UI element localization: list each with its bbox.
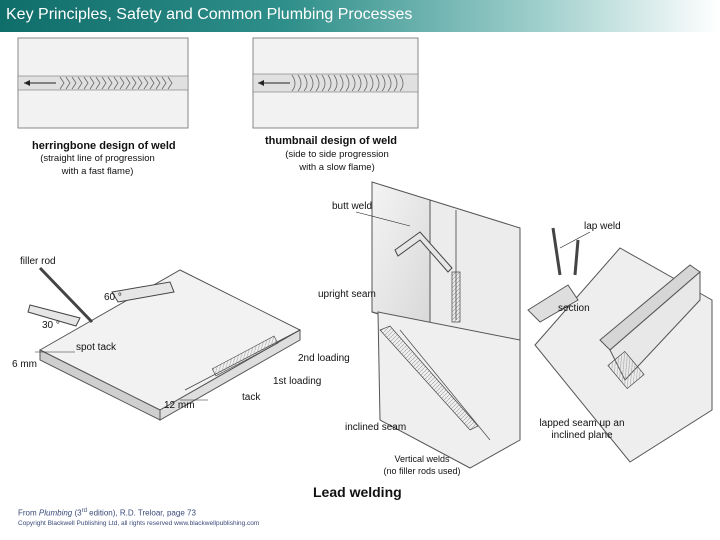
first-loading-label: 1st loading <box>273 376 322 387</box>
herringbone-note-line1: (straight line of progression <box>40 153 155 164</box>
lapped-seam-label: lapped seam up an inclined plane <box>532 418 632 442</box>
source-edition-post: edition), R.D. Treloar, page 73 <box>86 508 196 518</box>
spot-tack-label: spot tack <box>76 342 117 353</box>
thumbnail-note-line1: (side to side progression <box>285 149 389 160</box>
herringbone-note: (straight line of progression with a fas… <box>30 152 165 178</box>
figure-caption: Lead welding <box>313 484 402 500</box>
title-bar <box>0 0 720 32</box>
source-edition-pre: (3 <box>72 508 82 518</box>
source-edition-sup: rd <box>81 508 87 514</box>
lap-weld-drawing <box>527 227 713 463</box>
angle-60-label: 60 ° <box>104 292 122 303</box>
inclined-seam-drawing <box>377 311 521 469</box>
vertical-welds-line2: (no filler rods used) <box>383 466 461 476</box>
upright-seam-label: upright seam <box>318 289 376 300</box>
source-prefix: From <box>18 508 39 518</box>
copyright-notice: Copyright Blackwell Publishing Ltd, all … <box>18 520 260 527</box>
butt-weld-label: butt weld <box>332 201 373 212</box>
gap-6mm-label: 6 mm <box>12 359 37 370</box>
source-citation: From Plumbing (3rd edition), R.D. Treloa… <box>18 508 196 518</box>
section-label: section <box>558 303 590 314</box>
herringbone-note-line2: with a fast flame) <box>61 166 134 177</box>
vertical-welds-label: Vertical welds (no filler rods used) <box>370 453 474 477</box>
lap-weld-label: lap weld <box>584 221 621 232</box>
vertical-welds-line1: Vertical welds <box>394 454 450 464</box>
inclined-seam-label: inclined seam <box>345 422 407 433</box>
second-loading-label: 2nd loading <box>298 353 350 364</box>
angle-30-label: 30 ° <box>42 320 60 331</box>
thumbnail-note-line2: with a slow flame) <box>299 162 375 173</box>
thumbnail-note: (side to side progression with a slow fl… <box>272 148 402 174</box>
gap-12mm-label: 12 mm <box>164 400 195 411</box>
herringbone-heading: herringbone design of weld <box>32 140 176 152</box>
source-book: Plumbing <box>38 508 73 518</box>
lapped-seam-line1: lapped seam up an <box>539 418 625 429</box>
filler-rod-label: filler rod <box>20 256 56 267</box>
thumbnail-weld-drawing <box>252 37 419 129</box>
butt-weld-horizontal-drawing <box>27 266 302 421</box>
page-title: Key Principles, Safety and Common Plumbi… <box>6 6 413 23</box>
thumbnail-heading: thumbnail design of weld <box>265 135 397 147</box>
herringbone-weld-drawing <box>17 37 189 129</box>
lapped-seam-line2: inclined plane <box>551 430 613 441</box>
tack-label: tack <box>242 392 261 403</box>
